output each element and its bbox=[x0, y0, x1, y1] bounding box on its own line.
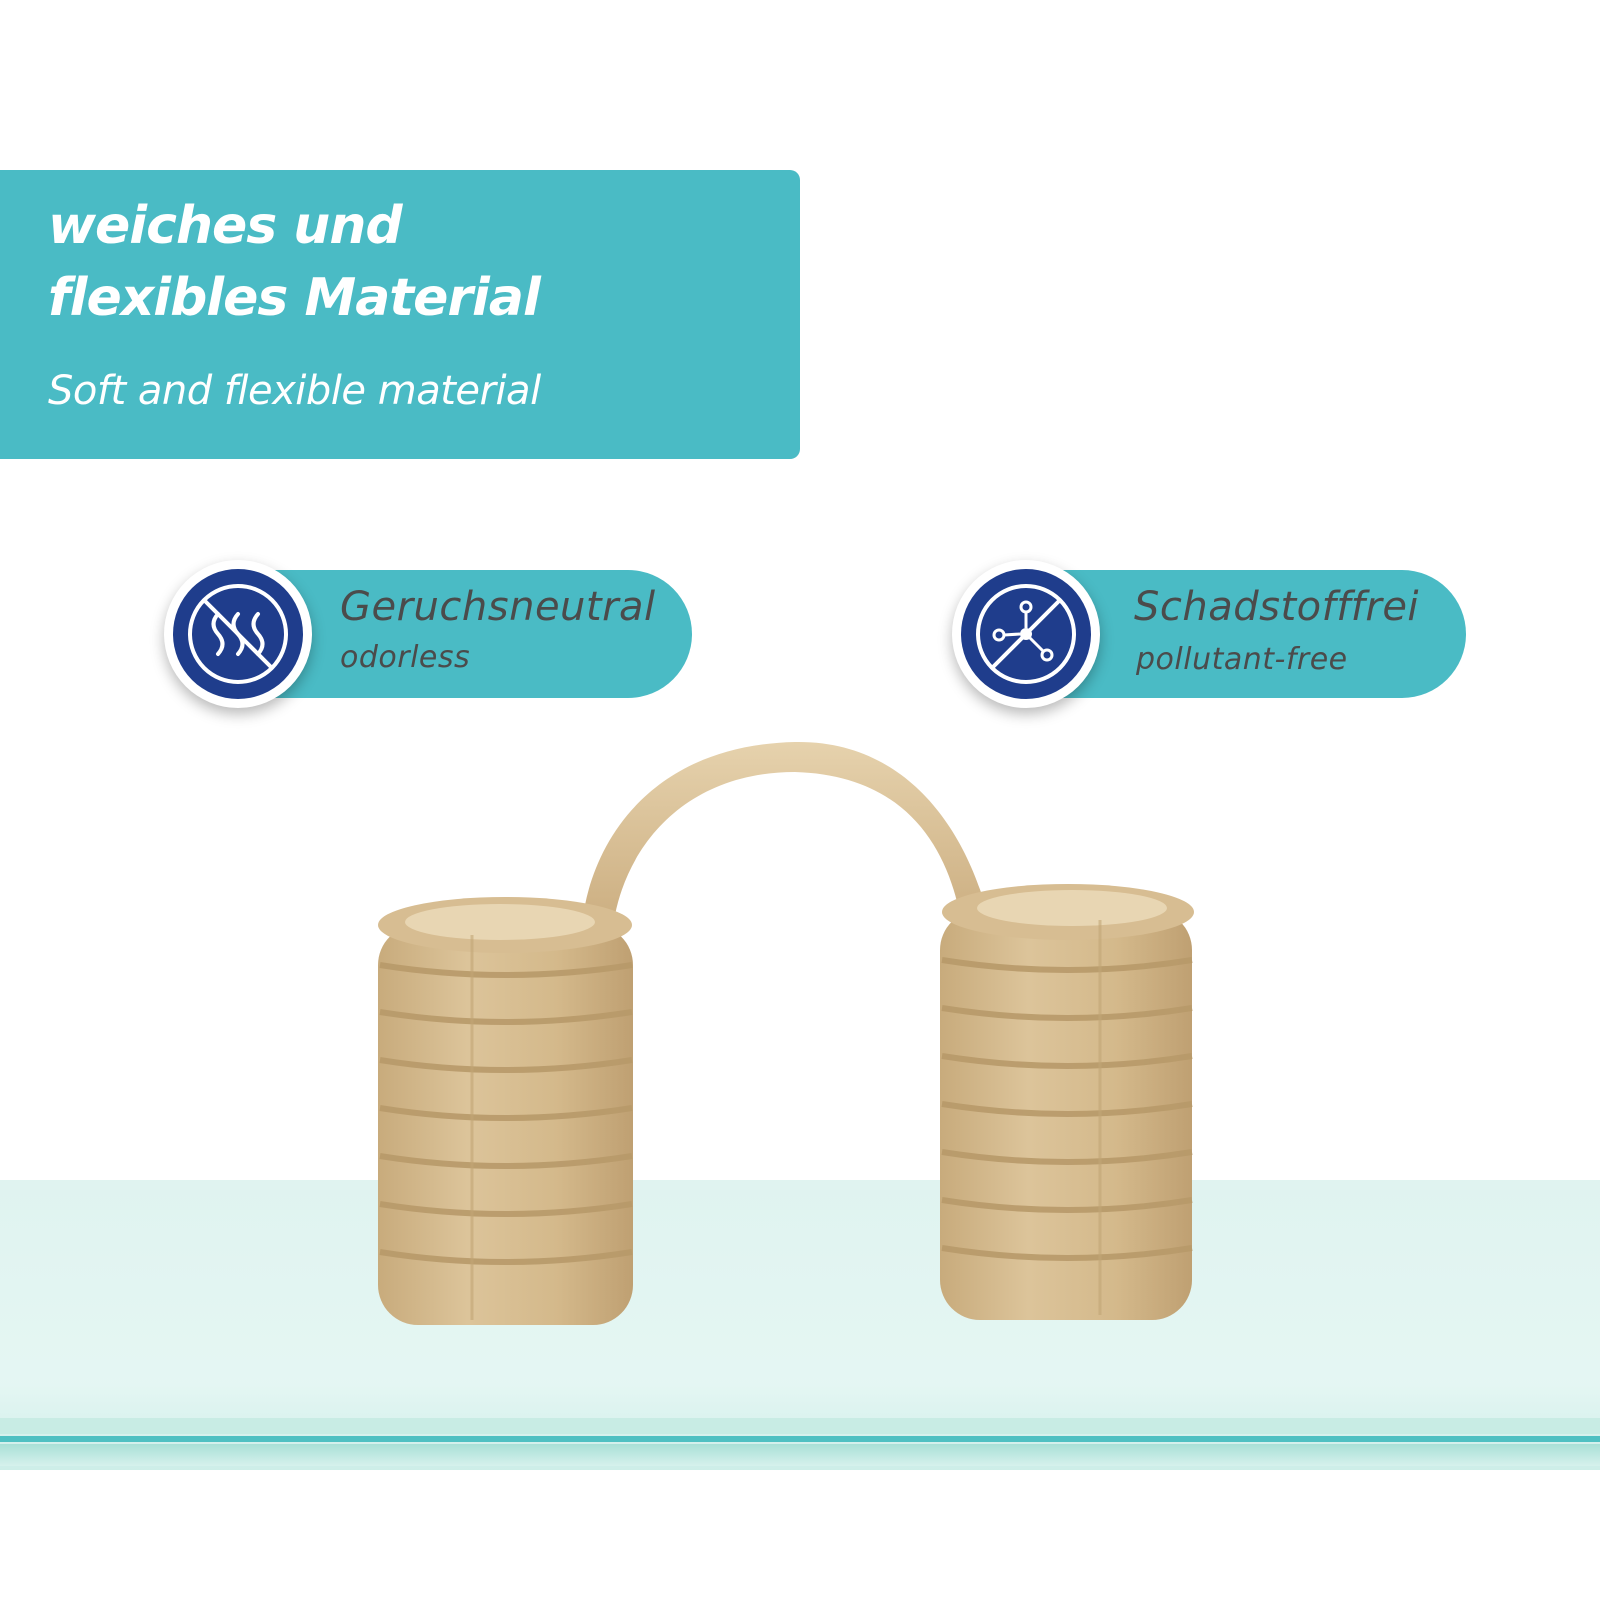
glass-shelf-edge bbox=[0, 1418, 1600, 1434]
headline-banner: weiches und flexibles Material Soft and … bbox=[0, 170, 800, 459]
no-odor-icon bbox=[173, 569, 303, 699]
badge-title: Geruchsneutral bbox=[340, 584, 656, 630]
glass-shelf-edge-line bbox=[0, 1436, 1600, 1442]
badge-icon-circle bbox=[164, 560, 312, 708]
glass-shelf-edge-bottom bbox=[0, 1444, 1600, 1466]
badge-subtitle: odorless bbox=[340, 640, 471, 675]
headline-title-line1: weiches und bbox=[48, 196, 403, 256]
badge-odorless: Geruchsneutral odorless bbox=[164, 560, 692, 708]
headline-subtitle: Soft and flexible material bbox=[48, 368, 541, 414]
headline-title-line2: flexibles Material bbox=[48, 268, 541, 328]
badge-pill bbox=[238, 570, 692, 698]
badge-icon-circle bbox=[952, 560, 1100, 708]
badge-pollutant-free: Schadstofffrei pollutant-free bbox=[952, 560, 1466, 708]
badge-subtitle: pollutant-free bbox=[1136, 642, 1348, 677]
no-chemical-icon bbox=[961, 569, 1091, 699]
left-nostril-tube bbox=[378, 897, 633, 1325]
bridge-strap bbox=[585, 741, 985, 915]
right-nostril-tube bbox=[940, 884, 1194, 1320]
badge-title: Schadstofffrei bbox=[1134, 584, 1420, 630]
